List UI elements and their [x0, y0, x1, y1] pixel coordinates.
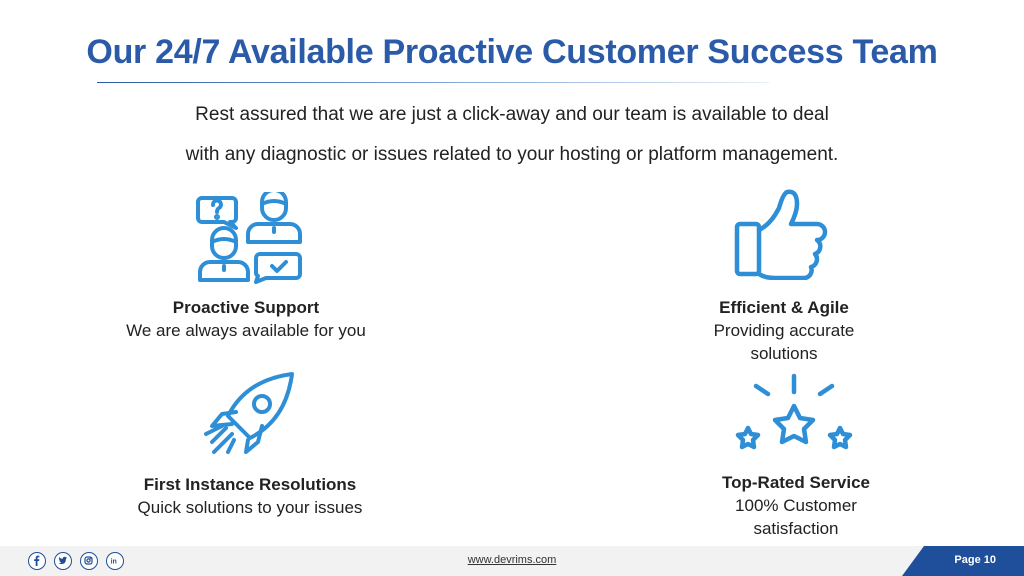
feature-proactive-support: Proactive Support We are always availabl… [96, 296, 396, 342]
page-number: Page 10 [954, 554, 996, 566]
page-number-badge: Page 10 [902, 546, 1024, 576]
feature-description: We are always available for you [126, 321, 366, 340]
rocket-icon [196, 370, 300, 458]
feature-efficient-agile: Efficient & Agile Providing accurate sol… [634, 296, 934, 365]
feature-first-instance-resolutions: First Instance Resolutions Quick solutio… [96, 473, 404, 519]
thumbs-up-icon [733, 188, 833, 280]
feature-title: First Instance Resolutions [143, 475, 357, 494]
feature-description-line-1: 100% Customer [735, 496, 857, 515]
feature-description-line-2: satisfaction [753, 519, 839, 538]
feature-description-line-1: Providing accurate [713, 321, 855, 340]
website-link[interactable]: www.devrims.com [467, 554, 557, 566]
intro-line-2: with any diagnostic or issues related to… [185, 144, 839, 165]
support-team-icon [196, 192, 304, 284]
feature-title: Top-Rated Service [721, 473, 870, 492]
footer-bar [0, 546, 1024, 576]
stars-icon [730, 372, 862, 456]
facebook-icon[interactable] [28, 552, 46, 570]
feature-top-rated-service: Top-Rated Service 100% Customer satisfac… [646, 471, 946, 540]
svg-text:in: in [111, 559, 117, 566]
feature-title: Efficient & Agile [719, 298, 849, 317]
feature-title: Proactive Support [172, 298, 320, 317]
twitter-icon[interactable] [54, 552, 72, 570]
intro-line-1: Rest assured that we are just a click-aw… [195, 104, 829, 125]
title-divider [97, 82, 769, 83]
slide-title: Our 24/7 Available Proactive Customer Su… [86, 33, 938, 71]
feature-description-line-2: solutions [750, 344, 818, 363]
linkedin-icon[interactable]: in [106, 552, 124, 570]
instagram-icon[interactable] [80, 552, 98, 570]
feature-description: Quick solutions to your issues [137, 498, 363, 517]
